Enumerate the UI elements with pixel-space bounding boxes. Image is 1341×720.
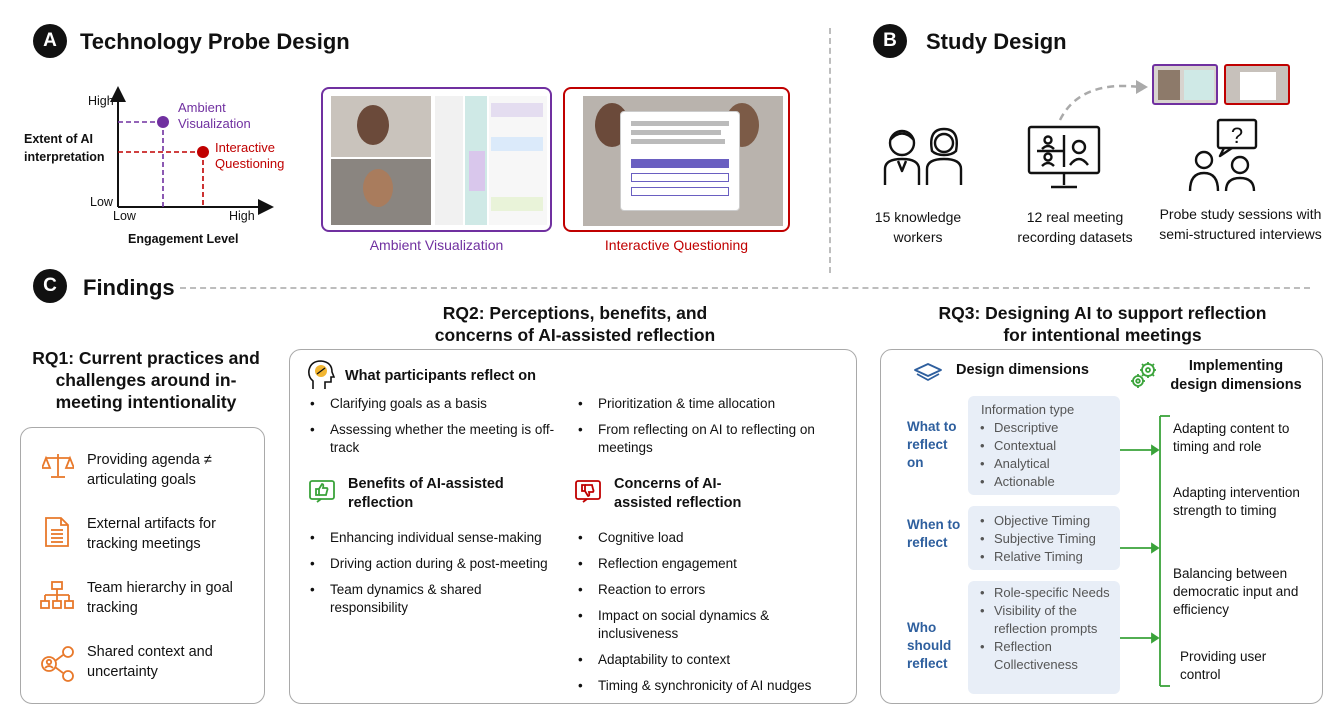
sessions-caption: Probe study sessions with semi-structure… (1159, 206, 1322, 242)
when-to-reflect-label: When to reflect (907, 517, 961, 550)
who-item: Visibility of the reflection prompts (970, 602, 1120, 638)
reflect-item: Prioritization & time allocation (568, 395, 843, 413)
implementation-item-1: Adapting content to timing and role (1173, 421, 1290, 454)
benefit-item: Driving action during & post-meeting (300, 555, 550, 573)
benefits-list: Enhancing individual sense-making Drivin… (300, 529, 550, 625)
implementation-item-2: Adapting intervention strength to timing (1173, 485, 1300, 518)
x-low-label: Low (113, 209, 136, 223)
implementing-header: Implementing design dimensions (1170, 358, 1302, 393)
workers-caption: 15 knowledge workers (874, 209, 962, 245)
dashed-arrow (1058, 80, 1148, 121)
who-item: Role-specific Needs (970, 584, 1120, 602)
concerns-list: Cognitive load Reflection engagement Rea… (568, 529, 843, 703)
rq2-title: RQ2: Perceptions, benefits, and concerns… (434, 303, 716, 345)
shared-context-icon (41, 646, 74, 682)
ambient-point (157, 116, 169, 128)
what-item: Contextual (970, 437, 1120, 455)
reflect-item: Clarifying goals as a basis (300, 395, 555, 413)
concern-item: Impact on social dynamics & inclusivenes… (568, 607, 843, 643)
section-a-badge: A (33, 24, 67, 58)
thumbs-up-icon (309, 480, 335, 503)
section-c-title: Findings (83, 275, 175, 300)
reflect-right-list: Prioritization & time allocation From re… (568, 395, 843, 465)
reflect-left-list: Clarifying goals as a basis Assessing wh… (300, 395, 555, 465)
when-item: Relative Timing (970, 548, 1120, 566)
what-list: Descriptive Contextual Analytical Action… (970, 419, 1120, 491)
design-to-implementation-arrows (1120, 415, 1170, 687)
ambient-thumbnail (1152, 64, 1218, 105)
interactive-thumbnail (1224, 64, 1290, 105)
section-a-title: Technology Probe Design (80, 29, 350, 54)
thumbs-down-icon (575, 480, 601, 503)
benefits-header: Benefits of AI-assisted reflection (348, 476, 504, 511)
what-to-reflect-label: What to reflect on (907, 419, 957, 470)
ambient-point-label: Ambient Visualization (178, 100, 251, 131)
what-item: Analytical (970, 455, 1120, 473)
hierarchy-icon (40, 581, 74, 609)
ambient-visualization-screenshot (321, 87, 552, 232)
probe-positioning-chart (110, 86, 274, 215)
datasets-caption: 12 real meeting recording datasets (1017, 209, 1133, 245)
section-c-badge: C (33, 269, 67, 303)
x-high-label: High (229, 209, 255, 223)
knowledge-workers-icon (883, 127, 963, 185)
what-item: Actionable (970, 473, 1120, 491)
y-high-label: High (88, 94, 114, 108)
rq1-item-4: Shared context and uncertainty (87, 644, 213, 680)
svg-text:?: ? (1231, 123, 1243, 148)
interactive-caption: Interactive Questioning (604, 237, 749, 253)
concern-item: Timing & synchronicity of AI nudges (568, 677, 843, 695)
when-item: Subjective Timing (970, 530, 1120, 548)
rq1-item-1: Providing agenda ≠ articulating goals (87, 452, 212, 488)
interactive-point-label: Interactive Questioning (215, 140, 285, 171)
reflect-item: From reflecting on AI to reflecting on m… (568, 421, 843, 457)
benefit-item: Team dynamics & shared responsibility (300, 581, 550, 617)
meeting-recording-monitor-icon (1027, 125, 1101, 189)
benefit-item: Enhancing individual sense-making (300, 529, 550, 547)
concern-item: Reflection engagement (568, 555, 843, 573)
ambient-caption: Ambient Visualization (369, 237, 504, 253)
gears-icon (1131, 362, 1156, 388)
concern-item: Adaptability to context (568, 651, 843, 669)
document-icon (45, 517, 69, 547)
implementation-item-3: Balancing between democratic input and e… (1173, 566, 1299, 617)
scale-icon (42, 454, 74, 478)
interactive-questioning-screenshot (563, 87, 790, 232)
y-axis-label: Extent of AI interpretation (24, 132, 105, 164)
who-item: Reflection Collectiveness (970, 638, 1120, 674)
what-item: Descriptive (970, 419, 1120, 437)
concerns-header: Concerns of AI-assisted reflection (614, 476, 742, 511)
who-list: Role-specific Needs Visibility of the re… (970, 584, 1120, 674)
rq1-box (20, 427, 265, 704)
layers-icon (914, 363, 942, 381)
interview-sessions-icon: ? (1188, 118, 1258, 192)
concern-item: Reaction to errors (568, 581, 843, 599)
section-b-badge: B (873, 24, 907, 58)
head-thinking-icon (308, 360, 335, 389)
rq1-title: RQ1: Current practices and challenges ar… (32, 348, 260, 412)
reflect-on-header: What participants reflect on (345, 368, 536, 384)
when-list: Objective Timing Subjective Timing Relat… (970, 512, 1120, 566)
rq1-item-2: External artifacts for tracking meetings (87, 516, 216, 552)
information-type-title: Information type (981, 402, 1075, 417)
section-b-title: Study Design (926, 29, 1067, 54)
x-axis-label: Engagement Level (128, 232, 239, 246)
who-should-reflect-label: Who should reflect (907, 620, 952, 671)
rq3-title: RQ3: Designing AI to support reflection … (938, 303, 1267, 345)
concern-item: Cognitive load (568, 529, 843, 547)
findings-divider (180, 287, 1310, 289)
rq1-item-3: Team hierarchy in goal tracking (87, 580, 233, 616)
implementation-item-4: Providing user control (1180, 649, 1267, 682)
section-divider (829, 28, 831, 273)
design-dimensions-header: Design dimensions (956, 362, 1089, 378)
y-low-label: Low (90, 195, 113, 209)
interactive-point (197, 146, 209, 158)
reflect-item: Assessing whether the meeting is off-tra… (300, 421, 555, 457)
when-item: Objective Timing (970, 512, 1120, 530)
